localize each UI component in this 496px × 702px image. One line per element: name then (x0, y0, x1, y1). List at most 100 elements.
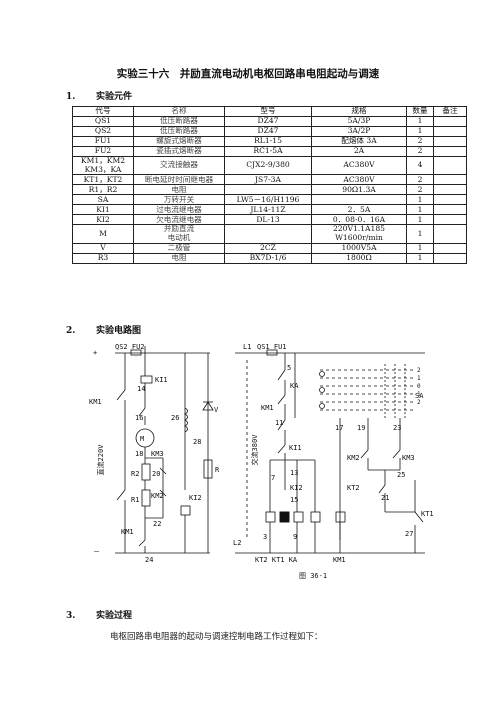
cell-code: KM1，KM2 KM3，KA (72, 155, 134, 176)
sa-position-label: 0 (417, 383, 421, 390)
circuit-label-plus: + (93, 349, 97, 357)
table-header-row: 代号 名称 型号 规格 数量 备注 (72, 106, 467, 117)
cell-note (433, 116, 467, 127)
circuit-label-km2: KM2 (151, 492, 164, 500)
cell-note (433, 146, 467, 157)
cell-code: R3 (72, 252, 134, 264)
circuit-label-dc-supply: 直流220V (96, 444, 105, 476)
section-label: 实验电路图 (96, 326, 142, 336)
circuit-label-n23: 23 (393, 424, 401, 432)
cell-spec: 90Ω1.3A (311, 184, 407, 196)
col-header-code: 代号 (72, 106, 134, 117)
circuit-label-n9: 9 (293, 533, 297, 541)
circuit-label-kt2-right: KT2 (347, 484, 360, 492)
circuit-label-n28: 28 (193, 438, 201, 446)
circuit-label-km1-bot: KM1 (121, 528, 134, 536)
cell-code: SA (72, 194, 134, 206)
circuit-label-r: R (215, 466, 220, 474)
circuit-label-n7: 7 (271, 474, 275, 482)
cell-spec: AC380V (311, 174, 407, 186)
circuit-label-r1: R1 (131, 496, 139, 504)
circuit-label-km3: KM3 (151, 450, 164, 458)
cell-note (433, 126, 467, 137)
cell-qty: 2 (406, 146, 434, 157)
sa-position-label: 1 (417, 375, 421, 382)
circuit-label-km1-coil: KM1 (333, 556, 346, 564)
cell-code: R1，R2 (72, 184, 134, 196)
cell-model: RL1-15 (224, 136, 312, 147)
circuit-label-n21: 21 (381, 494, 389, 502)
circuit-label-ac-supply: 交流380V (250, 434, 259, 466)
circuit-label-n25: 25 (397, 471, 405, 479)
col-header-spec: 规格 (311, 106, 407, 117)
cell-qty: 1 (406, 116, 434, 127)
cell-spec: 1000V5A (311, 242, 407, 254)
cell-spec: 2A (311, 146, 407, 157)
circuit-label-ki1-top: KI1 (155, 376, 168, 384)
col-header-note: 备注 (433, 106, 467, 117)
cell-spec: 5A/3P (311, 116, 407, 127)
circuit-label-n3: 3 (263, 533, 267, 541)
cell-model: CJX2-9/380 (224, 155, 312, 176)
section-heading-circuit: 2. 实验电路图 (66, 323, 141, 336)
circuit-label-n13: 13 (290, 469, 298, 477)
cell-spec: 220V1.1A185 W1600r/min (311, 224, 407, 244)
circuit-label-qs1-fu1: QS1 FU1 (257, 343, 287, 351)
cell-spec: 配熔体 3A (311, 136, 407, 147)
cell-model: JL14-11Z (224, 204, 312, 216)
cell-model: LW5－16/H1196 (224, 194, 312, 206)
cell-model: RC1-5A (224, 146, 312, 157)
circuit-label-n17: 17 (335, 424, 343, 432)
cell-qty: 1 (406, 204, 434, 216)
cell-name: 过电流继电器 (133, 204, 225, 216)
circuit-label-km2-right: KM2 (347, 454, 360, 462)
cell-qty: 4 (406, 155, 434, 176)
cell-qty: 2 (406, 174, 434, 186)
circuit-label-l1: L1 (243, 343, 251, 351)
section-number: 2. (66, 326, 76, 336)
cell-name: 低压断路器 (133, 126, 225, 137)
cell-code: KI2 (72, 214, 134, 226)
cell-code: FU2 (72, 146, 134, 157)
circuit-label-coil-row: KT2 KT1 KA (255, 556, 298, 564)
circuit-label-n22: 22 (153, 520, 161, 528)
cell-model: DL-13 (224, 214, 312, 226)
section-heading-process: 3.实验过程 (66, 608, 132, 621)
cell-note (433, 252, 467, 264)
section-heading-components: 1.实验元件 (66, 89, 132, 102)
process-paragraph: 电枢回路串电阻器的起动与调速控制电路工作过程如下： (110, 632, 323, 642)
circuit-label-n26: 26 (171, 414, 179, 422)
circuit-label-n20: 20 (152, 470, 160, 478)
cell-name: 低压断路器 (133, 116, 225, 127)
circuit-label-n18: 18 (135, 450, 143, 458)
cell-model: DZ47 (224, 126, 312, 137)
cell-name: 电阻 (133, 252, 225, 264)
cell-qty: 2 (406, 184, 434, 196)
cell-code: QS1 (72, 116, 134, 127)
cell-model: JS7-3A (224, 174, 312, 186)
circuit-label-l2: L2 (233, 539, 241, 547)
cell-qty: 1 (406, 242, 434, 254)
circuit-label-n27: 27 (405, 530, 413, 538)
cell-note (433, 194, 467, 206)
section-label: 实验元件 (96, 92, 133, 102)
cell-note (433, 204, 467, 216)
circuit-label-n11: 11 (275, 419, 283, 427)
col-header-name: 名称 (133, 106, 225, 117)
circuit-label-n16: 16 (135, 414, 143, 422)
cell-model: DZ47 (224, 116, 312, 127)
circuit-label-sa: SA (415, 392, 424, 400)
circuit-label-n15: 15 (290, 496, 298, 504)
cell-qty: 1 (406, 194, 434, 206)
cell-qty: 1 (406, 252, 434, 264)
